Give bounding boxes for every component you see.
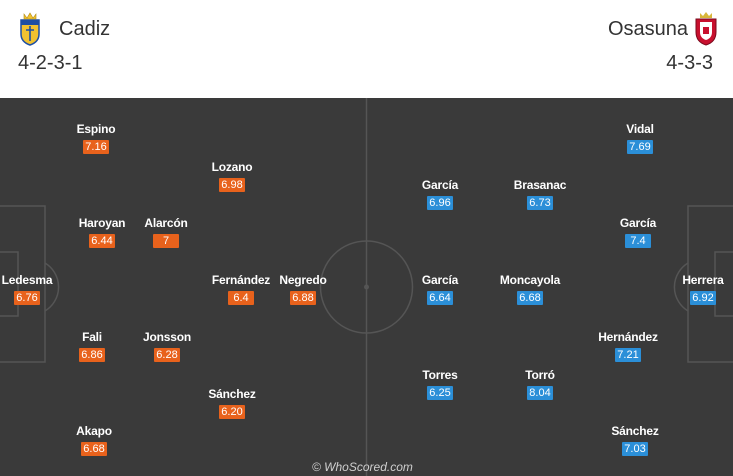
away-player[interactable]: Torres 6.25 bbox=[410, 368, 470, 401]
player-name: García bbox=[421, 178, 459, 192]
away-player[interactable]: García 7.4 bbox=[608, 216, 668, 249]
player-rating: 6.98 bbox=[219, 178, 245, 192]
player-rating: 7 bbox=[153, 234, 179, 248]
player-rating: 6.28 bbox=[154, 348, 180, 362]
player-rating: 6.96 bbox=[427, 196, 453, 210]
player-name: Hernández bbox=[598, 330, 658, 344]
away-player[interactable]: Hernández 7.21 bbox=[588, 330, 668, 363]
home-player[interactable]: Alarcón 7 bbox=[132, 216, 200, 249]
player-name: Akapo bbox=[76, 424, 112, 438]
player-rating: 6.73 bbox=[527, 196, 553, 210]
player-rating: 6.4 bbox=[228, 291, 254, 305]
player-rating: 6.86 bbox=[79, 348, 105, 362]
player-rating: 7.4 bbox=[625, 234, 651, 248]
home-player[interactable]: Espino 7.16 bbox=[66, 122, 126, 155]
away-player[interactable]: Brasanac 6.73 bbox=[500, 178, 580, 211]
player-name: Sánchez bbox=[208, 387, 256, 401]
away-player[interactable]: García 6.96 bbox=[410, 178, 470, 211]
away-player[interactable]: Sánchez 7.03 bbox=[600, 424, 670, 457]
away-player[interactable]: Vidal 7.69 bbox=[610, 122, 670, 155]
player-name: García bbox=[421, 273, 459, 287]
player-name: Jonsson bbox=[143, 330, 191, 344]
player-name: Alarcón bbox=[144, 216, 188, 230]
home-player[interactable]: Haroyan 6.44 bbox=[66, 216, 138, 249]
player-name: Torró bbox=[525, 368, 555, 382]
home-team-name[interactable]: Cadiz bbox=[59, 18, 111, 40]
home-player[interactable]: Fernández 6.4 bbox=[202, 273, 280, 306]
home-player[interactable]: Sánchez 6.20 bbox=[198, 387, 266, 420]
home-player[interactable]: Jonsson 6.28 bbox=[132, 330, 202, 363]
away-player[interactable]: Moncayola 6.68 bbox=[490, 273, 570, 306]
player-name: Fali bbox=[82, 330, 102, 344]
cadiz-crest-icon bbox=[20, 12, 40, 46]
player-rating: 7.03 bbox=[622, 442, 648, 456]
player-rating: 6.92 bbox=[690, 291, 716, 305]
away-formation: 4-3-3 bbox=[666, 52, 713, 74]
pitch: Espino 7.16 Lozano 6.98 Haroyan 6.44 Ala… bbox=[0, 98, 733, 476]
player-rating: 6.68 bbox=[517, 291, 543, 305]
player-name: Haroyan bbox=[78, 216, 126, 230]
player-name: Herrera bbox=[682, 273, 724, 287]
away-team-name[interactable]: Osasuna bbox=[607, 18, 688, 40]
player-rating: 7.21 bbox=[615, 348, 641, 362]
home-formation: 4-2-3-1 bbox=[18, 52, 83, 74]
player-rating: 6.25 bbox=[427, 386, 453, 400]
home-player[interactable]: Negredo 6.88 bbox=[270, 273, 336, 306]
away-player[interactable]: Torró 8.04 bbox=[510, 368, 570, 401]
player-name: Moncayola bbox=[499, 273, 561, 287]
away-player[interactable]: García 6.64 bbox=[410, 273, 470, 306]
player-name: García bbox=[619, 216, 657, 230]
whoscored-watermark: © WhoScored.com bbox=[312, 460, 413, 474]
player-name: Espino bbox=[76, 122, 116, 136]
player-name: Fernández bbox=[211, 273, 271, 287]
player-name: Vidal bbox=[626, 122, 654, 136]
player-name: Sánchez bbox=[611, 424, 659, 438]
player-name: Torres bbox=[422, 368, 458, 382]
pitch-lines bbox=[0, 98, 733, 476]
player-name: Lozano bbox=[211, 160, 253, 174]
player-rating: 6.68 bbox=[81, 442, 107, 456]
player-rating: 6.64 bbox=[427, 291, 453, 305]
player-rating: 8.04 bbox=[527, 386, 553, 400]
player-rating: 7.16 bbox=[83, 140, 109, 154]
player-rating: 6.76 bbox=[14, 291, 40, 305]
player-name: Ledesma bbox=[1, 273, 53, 287]
player-rating: 7.69 bbox=[627, 140, 653, 154]
away-player[interactable]: Herrera 6.92 bbox=[674, 273, 732, 306]
player-rating: 6.20 bbox=[219, 405, 245, 419]
osasuna-crest-icon bbox=[695, 12, 717, 46]
player-name: Negredo bbox=[279, 273, 327, 287]
home-player[interactable]: Akapo 6.68 bbox=[64, 424, 124, 457]
match-header: Cadiz 4-2-3-1 Osasuna 4-3-3 bbox=[0, 0, 733, 96]
home-player[interactable]: Fali 6.86 bbox=[62, 330, 122, 363]
home-player[interactable]: Ledesma 6.76 bbox=[0, 273, 54, 306]
player-rating: 6.88 bbox=[290, 291, 316, 305]
player-rating: 6.44 bbox=[89, 234, 115, 248]
home-player[interactable]: Lozano 6.98 bbox=[196, 160, 268, 193]
player-name: Brasanac bbox=[513, 178, 567, 192]
